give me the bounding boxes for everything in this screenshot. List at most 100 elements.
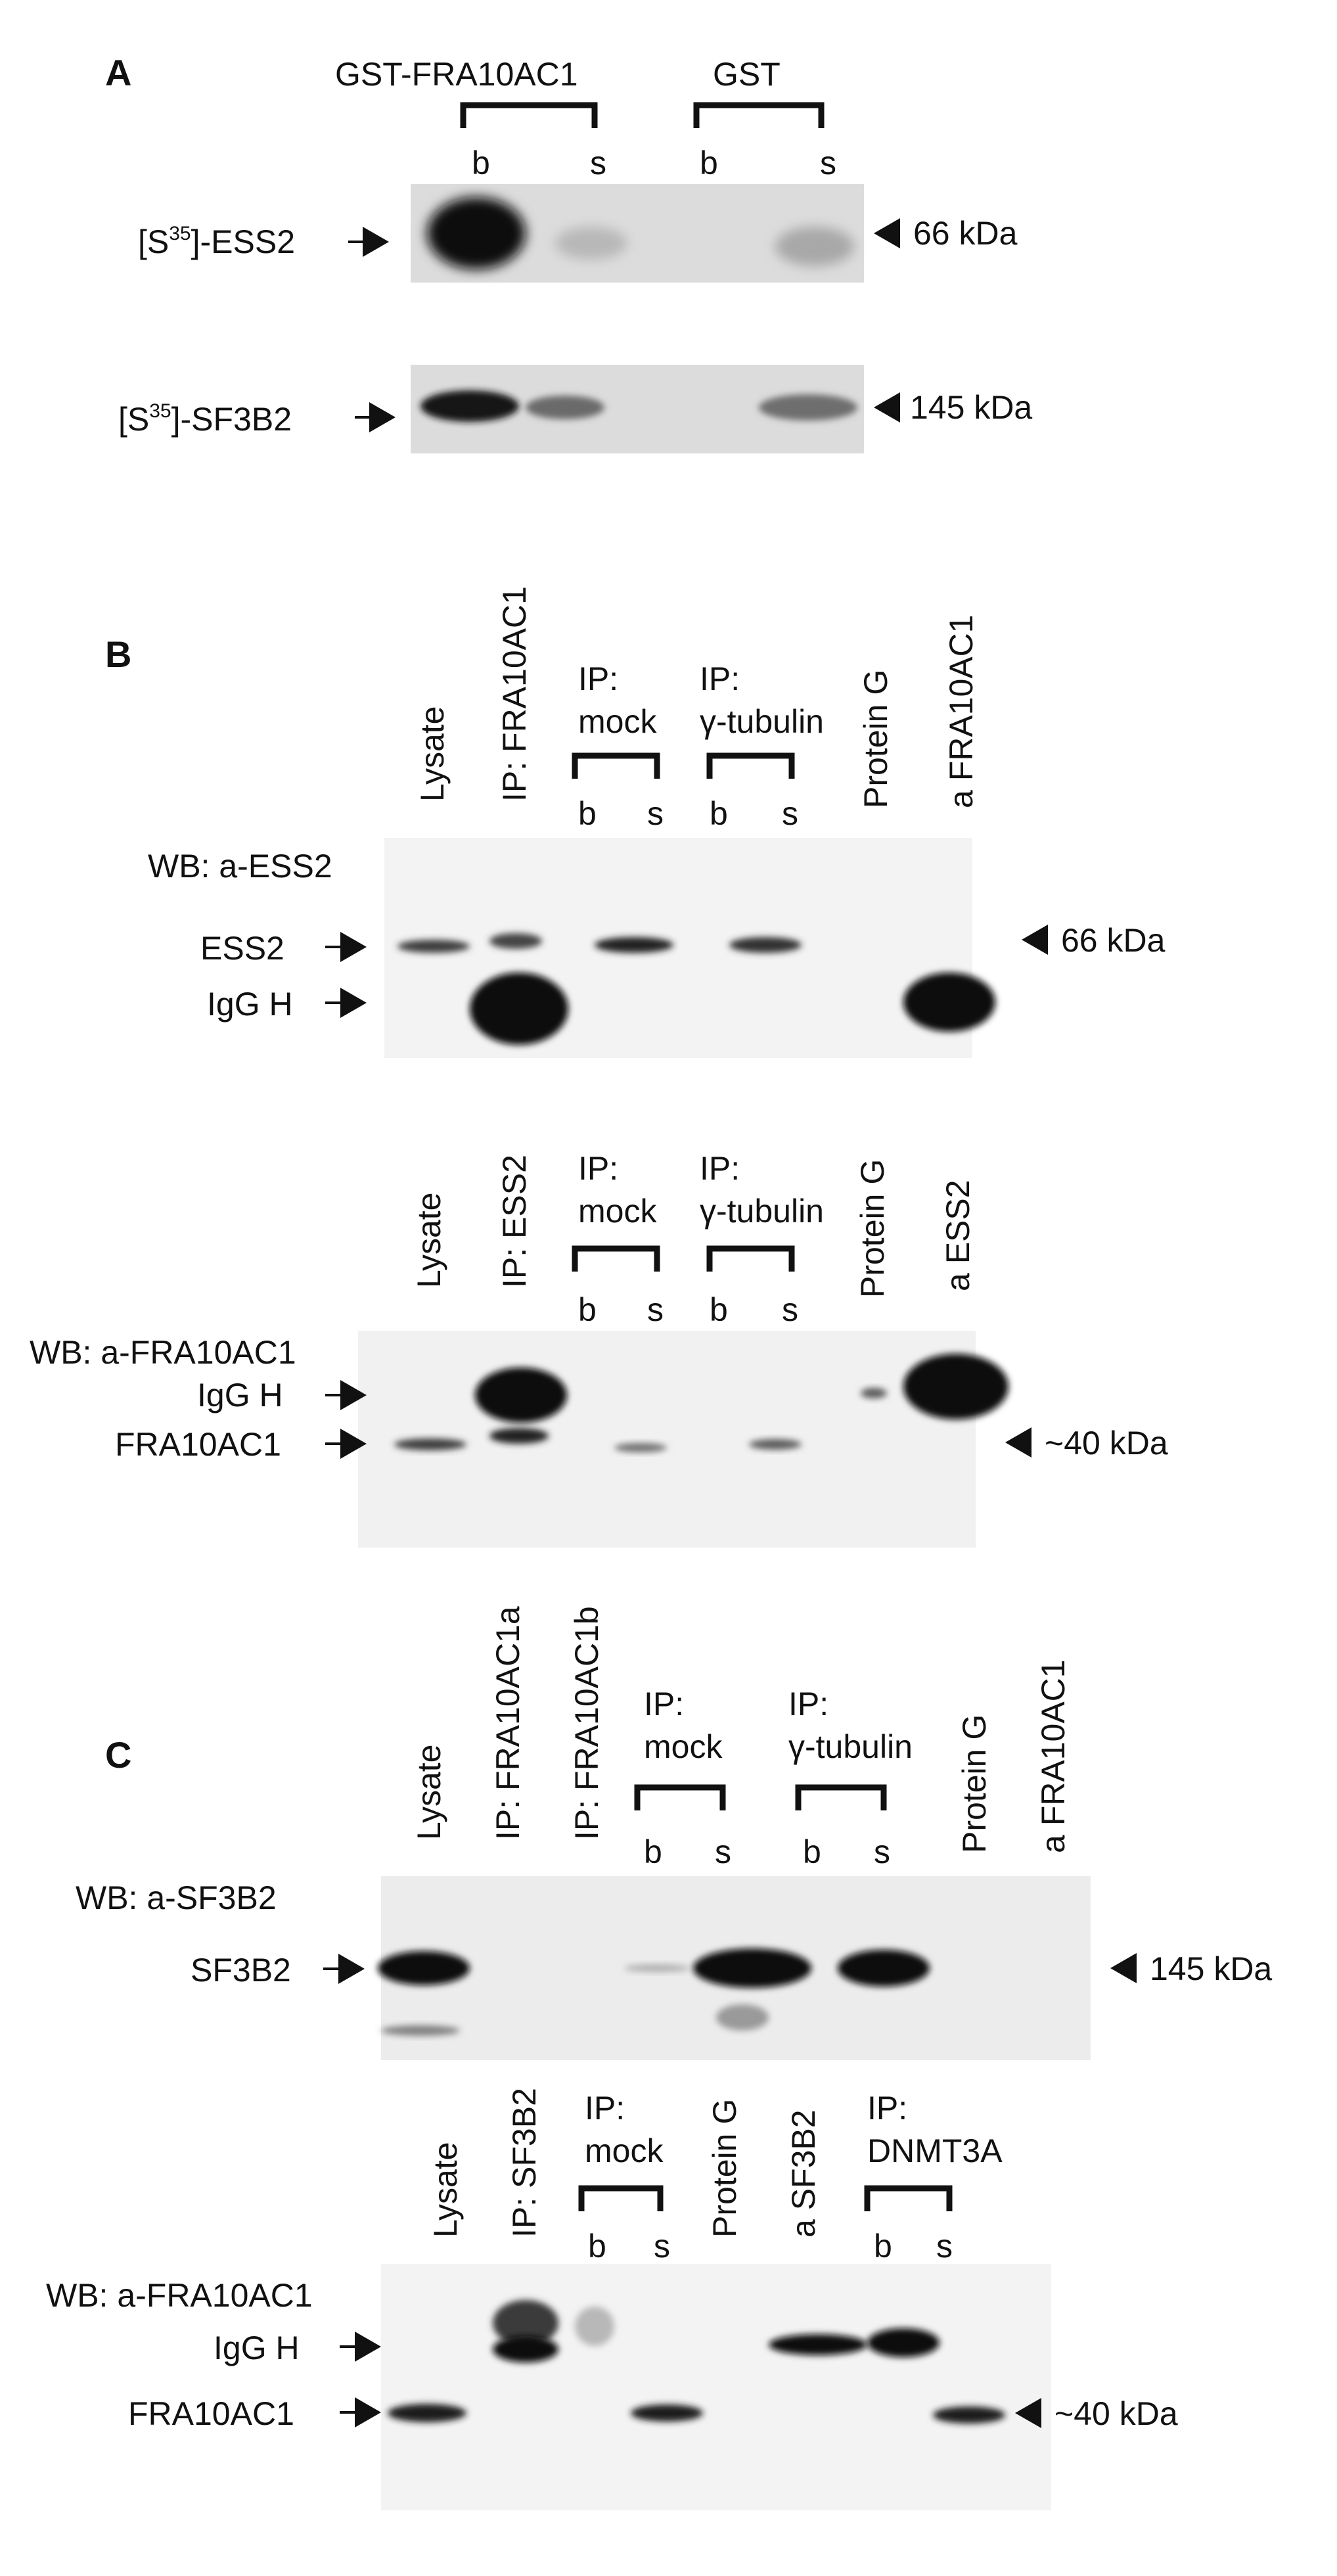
band (614, 1443, 667, 1452)
wb-label: WB: a-FRA10AC1 (46, 2277, 313, 2314)
arrow-icon (325, 988, 367, 1018)
band (388, 2404, 466, 2422)
ip-label: γ-tubulin (788, 1728, 913, 1765)
wb-label: WB: a-SF3B2 (76, 1879, 277, 1916)
lane-s: s (654, 2228, 670, 2265)
band (903, 973, 995, 1032)
band-label-ess2: [S35]-ESS2 (138, 223, 295, 260)
lane-s: s (647, 1291, 664, 1328)
ip-label: IP: (578, 660, 618, 697)
lane-b: b (874, 2228, 892, 2265)
band (867, 2328, 940, 2357)
bracket-gst (693, 102, 825, 128)
ip-label: γ-tubulin (700, 703, 824, 740)
band (475, 1368, 567, 1423)
lane-label: Protein G (956, 1714, 993, 1853)
band (493, 2300, 558, 2346)
ip-label: IP: (585, 2090, 625, 2127)
lane-s: s (874, 1833, 890, 1870)
band (769, 2334, 867, 2355)
panel-a: A GST-FRA10AC1 GST b s b s [S35]-ESS2 66… (105, 52, 1032, 453)
ip-label: mock (644, 1728, 723, 1765)
ip-label: IP: (867, 2090, 907, 2127)
arrowhead-icon (1015, 2398, 1041, 2428)
bracket (864, 2185, 953, 2211)
arrow-icon (348, 227, 389, 257)
lane-label: IP: FRA10AC1a (489, 1606, 526, 1840)
lane-label: Lysate (411, 1745, 447, 1840)
band (555, 227, 627, 260)
panel-c: C Lysate IP: FRA10AC1a IP: FRA10AC1b IP:… (46, 1606, 1272, 2510)
lane-label: Lysate (414, 706, 451, 802)
arrowhead-icon (1005, 1427, 1031, 1458)
group-label-gst-fra10ac1: GST-FRA10AC1 (335, 56, 578, 93)
lane-label: IP: ESS2 (496, 1155, 533, 1288)
blot-bands (427, 197, 854, 269)
bracket-gst-fra10ac1 (460, 102, 598, 128)
blot-membrane (384, 838, 972, 1058)
band (838, 1950, 930, 1987)
band (397, 940, 470, 953)
size-marker-40kda: ~40 kDa (1054, 2395, 1178, 2432)
ip-label: IP: (700, 1150, 740, 1187)
band-label-igg-h: IgG H (197, 1377, 283, 1414)
ip-label: mock (585, 2132, 664, 2169)
lane-b: b (700, 145, 718, 181)
band-label-ess2: ESS2 (200, 930, 284, 967)
lane-s: s (820, 145, 836, 181)
bracket (572, 752, 660, 779)
lane-s: s (782, 795, 798, 832)
band (759, 394, 857, 421)
band-label-sf3b2: [S35]-SF3B2 (118, 400, 292, 438)
band-label-fra10ac1: FRA10AC1 (128, 2395, 294, 2432)
band (489, 1428, 549, 1444)
lane-b: b (803, 1833, 821, 1870)
ip-label: mock (578, 1193, 657, 1230)
arrow-icon (340, 2332, 381, 2362)
lane-s: s (936, 2228, 953, 2265)
lane-label: a SF3B2 (785, 2109, 822, 2238)
band (729, 937, 802, 953)
band (624, 1964, 690, 1972)
lane-s: s (647, 795, 664, 832)
arrowhead-icon (874, 218, 900, 248)
band (749, 1439, 802, 1450)
band (775, 227, 854, 266)
lane-s: s (782, 1291, 798, 1328)
lane-label: Protein G (706, 2099, 743, 2238)
band (489, 933, 542, 949)
ip-label: DNMT3A (867, 2132, 1003, 2169)
band (693, 1948, 811, 1988)
arrowhead-icon (1110, 1953, 1137, 1983)
ip-label: IP: (788, 1686, 828, 1722)
lane-label: a ESS2 (940, 1180, 976, 1291)
blot-bands (420, 390, 857, 422)
band-label-igg-h: IgG H (214, 2330, 300, 2366)
size-marker-66kda: 66 kDa (1061, 922, 1166, 959)
lane-label: Protein G (857, 670, 894, 808)
arrow-icon (340, 2397, 381, 2427)
band (427, 197, 526, 269)
wb-label: WB: a-ESS2 (148, 848, 332, 885)
band (526, 396, 604, 419)
band (933, 2406, 1005, 2424)
bracket (706, 752, 795, 779)
size-marker-40kda: ~40 kDa (1045, 1425, 1168, 1461)
lane-label: Protein G (854, 1159, 891, 1298)
blot-bands (394, 1354, 1008, 1452)
ip-label: γ-tubulin (700, 1193, 824, 1230)
lane-b: b (578, 1291, 597, 1328)
lane-label: IP: FRA10AC1b (568, 1606, 605, 1840)
band (493, 2336, 558, 2362)
band (381, 2025, 460, 2036)
blot-bands (388, 2300, 1005, 2424)
blot-membrane (358, 1331, 976, 1548)
wb-label: WB: a-FRA10AC1 (30, 1334, 296, 1371)
band (470, 973, 568, 1045)
ip-label: IP: (578, 1150, 618, 1187)
panel-a-label: A (105, 52, 131, 93)
arrowhead-icon (1022, 925, 1048, 955)
bracket (795, 1784, 887, 1810)
bracket (572, 1245, 660, 1272)
size-marker-145kda: 145 kDa (910, 389, 1032, 426)
